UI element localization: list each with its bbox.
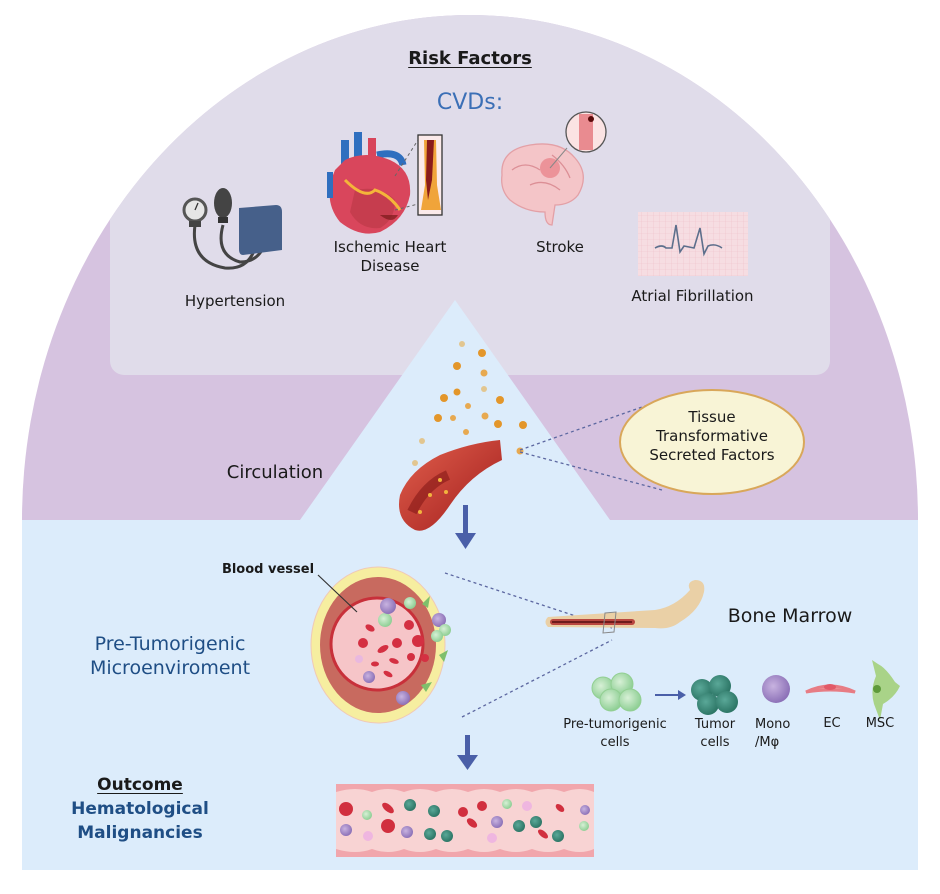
pre-tumorigenic-cells-icon [591, 672, 642, 712]
flow-arrow-2 [457, 735, 478, 770]
cell-label-line1: Pre-tumorigenic [563, 717, 667, 732]
outcome-line1: Hematological [71, 799, 209, 819]
circulating-vessel-icon [399, 440, 502, 531]
ischemic-label-line1: Ischemic Heart [333, 238, 447, 256]
cell-label-monocyte: Mono /Mφ [755, 716, 805, 752]
cvd-heading: CVDs: [436, 90, 504, 115]
microenvironment-line2: Microenviroment [89, 657, 251, 679]
ischemic-heart-disease-label: Ischemic Heart Disease [315, 238, 465, 276]
circulation-triangle [300, 300, 610, 520]
atrial-fibrillation-label: Atrial Fibrillation [631, 287, 754, 305]
cell-label-line2: cells [700, 735, 730, 750]
tumor-cells-icon [691, 675, 738, 715]
secreted-factors-bubble [619, 389, 805, 495]
outcome-heading: Outcome [97, 775, 183, 795]
secreted-factors-line3: Secreted Factors [649, 446, 775, 464]
cell-label-pre-tumorigenic: Pre-tumorigenic cells [550, 716, 680, 752]
heart-icon [327, 132, 443, 234]
cell-label-line1: Mono [755, 717, 791, 732]
ischemic-label-line2: Disease [360, 257, 420, 275]
transition-arrow-icon [655, 690, 686, 700]
secreted-factors-label: Tissue Transformative Secreted Factors [622, 408, 802, 465]
cvd-panel [110, 15, 830, 375]
risk-factors-title: Risk Factors [408, 48, 532, 69]
malignant-vessel-icon [336, 784, 594, 857]
bone-marrow-cross-section-icon [310, 566, 451, 724]
msc-icon [872, 660, 900, 720]
blood-pressure-monitor-icon [182, 188, 282, 270]
bone-icon [545, 580, 705, 634]
bone-marrow-label: Bone Marrow [727, 605, 853, 627]
secreted-factors-line1: Tissue [688, 408, 736, 426]
circulation-label: Circulation [226, 462, 324, 483]
brain-icon [501, 111, 607, 226]
hypertension-label: Hypertension [184, 292, 286, 310]
blood-vessel-label: Blood vessel [221, 562, 315, 577]
flow-arrow-1 [455, 505, 476, 549]
microenvironment-label: Pre-Tumorigenic Microenviroment [50, 632, 290, 680]
cell-label-tumor: Tumor cells [685, 716, 745, 752]
cell-label-line1: Tumor [694, 717, 736, 732]
endothelial-cell-icon [805, 684, 856, 694]
cell-label-msc: MSC [865, 716, 895, 731]
cell-label-line2: /Mφ [755, 735, 780, 750]
outcome-line2: Malignancies [77, 823, 203, 843]
stroke-label: Stroke [536, 238, 584, 256]
monocyte-icon [762, 675, 790, 703]
secreted-factors-line2: Transformative [656, 427, 768, 445]
ecg-icon [638, 212, 748, 276]
outcome-block: Outcome Hematological Malignancies [60, 773, 220, 845]
microenvironment-line1: Pre-Tumorigenic [94, 633, 246, 655]
secreted-factor-particles [412, 341, 527, 466]
cell-label-line2: cells [600, 735, 630, 750]
cell-label-ec: EC [823, 716, 841, 731]
